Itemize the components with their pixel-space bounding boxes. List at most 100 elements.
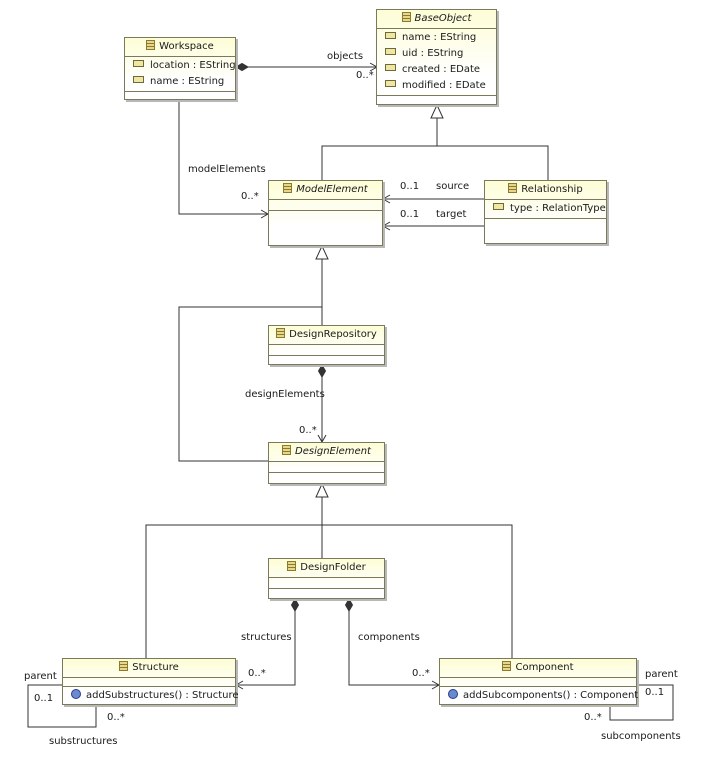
label-target: target: [436, 209, 467, 220]
label-component-sub: subcomponents: [601, 731, 681, 742]
attribute-icon: [133, 76, 144, 83]
label-component-parent-mult: 0..1: [645, 687, 665, 698]
label-objects: objects: [327, 51, 364, 62]
label-structure-sub-mult: 0..*: [107, 712, 125, 723]
attributes-compartment: [63, 678, 235, 687]
label-component-sub-mult: 0..*: [584, 712, 602, 723]
composition-diamond-repository: [317, 364, 327, 378]
attribute: modified : EDate: [377, 78, 496, 94]
composition-diamond-structures: [290, 598, 300, 612]
arrow-head-structures: [234, 680, 244, 690]
class-icon: [401, 12, 411, 22]
operations-compartment: [269, 356, 384, 366]
class-header: Component: [440, 659, 636, 678]
attribute: name : EString: [377, 30, 496, 46]
edge-structure-self: [27, 684, 97, 728]
attributes-compartment: [269, 200, 382, 211]
operations-compartment: addSubstructures() : Structure: [63, 687, 239, 705]
class-icon: [282, 445, 292, 455]
attributes-compartment: [269, 462, 384, 473]
class-icon: [287, 561, 297, 571]
class-header: ModelElement: [269, 181, 382, 200]
class-model-element[interactable]: ModelElement: [268, 180, 383, 246]
attributes-compartment: type : RelationType: [485, 200, 606, 219]
arrow-head-target: [381, 221, 391, 231]
operations-compartment: [269, 589, 384, 599]
class-structure[interactable]: Structure addSubstructures() : Structure: [62, 658, 239, 705]
attribute-icon: [385, 48, 396, 55]
class-header: DesignRepository: [269, 326, 384, 345]
generalization-triangle-model: [315, 244, 329, 260]
operation-icon: [448, 689, 458, 699]
class-icon: [119, 661, 129, 671]
label-structure-parent: parent: [24, 671, 57, 682]
arrow-head-source: [381, 194, 391, 204]
operations-compartment: [269, 473, 384, 483]
composition-diamond-components: [344, 598, 354, 612]
label-objects-mult: 0..*: [356, 70, 374, 81]
attribute-icon: [385, 80, 396, 87]
generalization-triangle-design: [315, 482, 329, 498]
operations-compartment: addSubcomponents() : Component: [440, 687, 638, 705]
attribute-icon: [493, 203, 504, 210]
attributes-compartment: [269, 345, 384, 356]
label-target-mult: 0..1: [400, 209, 420, 220]
attribute-icon: [385, 64, 396, 71]
edge-workspace-model-elements: [178, 100, 268, 215]
label-structures: structures: [241, 632, 292, 643]
operations-compartment: [485, 219, 606, 229]
attributes-compartment: location : EString name : EString: [125, 57, 236, 92]
attribute-icon: [133, 60, 144, 67]
class-design-repository[interactable]: DesignRepository: [268, 325, 385, 365]
class-component[interactable]: Component addSubcomponents() : Component: [439, 658, 638, 705]
edge-generalization-base: [321, 118, 549, 180]
label-component-parent: parent: [645, 669, 678, 680]
label-design-elements: designElements: [245, 389, 325, 400]
class-icon: [146, 40, 156, 50]
label-source: source: [436, 181, 470, 192]
class-header: DesignFolder: [269, 559, 384, 578]
edge-structures: [236, 599, 296, 686]
attribute: created : EDate: [377, 62, 496, 78]
operation-icon: [71, 689, 81, 699]
label-model-elements-mult: 0..*: [241, 191, 259, 202]
label-structure-parent-mult: 0..1: [34, 693, 54, 704]
label-source-mult: 0..1: [400, 181, 420, 192]
attribute-icon: [385, 32, 396, 39]
composition-diamond-workspace: [235, 62, 249, 72]
attribute: name : EString: [125, 74, 235, 90]
attribute: uid : EString: [377, 46, 496, 62]
attribute: type : RelationType: [485, 201, 606, 217]
class-header: Relationship: [485, 181, 606, 200]
class-header: Structure: [63, 659, 235, 678]
class-icon: [283, 183, 293, 193]
class-header: Workspace: [125, 38, 235, 57]
class-design-element[interactable]: DesignElement: [268, 442, 385, 484]
operations-compartment: [269, 211, 382, 221]
label-structures-mult: 0..*: [248, 668, 266, 679]
label-structure-sub: substructures: [49, 736, 118, 747]
attribute: location : EString: [125, 58, 236, 74]
attributes-compartment: [440, 678, 636, 687]
label-components-mult: 0..*: [412, 668, 430, 679]
operation: addSubcomponents() : Component: [440, 688, 638, 704]
edge-generalization-model: [178, 259, 323, 462]
generalization-triangle-base: [430, 103, 444, 119]
attributes-compartment: name : EString uid : EString created : E…: [377, 29, 496, 96]
class-base-object[interactable]: BaseObject name : EString uid : EString …: [376, 9, 497, 105]
class-relationship[interactable]: Relationship type : RelationType: [484, 180, 607, 244]
class-header: BaseObject: [377, 10, 496, 29]
operation: addSubstructures() : Structure: [63, 688, 239, 704]
class-header: DesignElement: [269, 443, 384, 462]
edge-generalization-design: [145, 497, 513, 658]
class-icon: [502, 661, 512, 671]
label-components: components: [358, 632, 420, 643]
attributes-compartment: [269, 578, 384, 589]
edge-components: [348, 599, 439, 686]
class-design-folder[interactable]: DesignFolder: [268, 558, 385, 599]
label-design-elements-mult: 0..*: [299, 425, 317, 436]
edge-component-self: [609, 684, 674, 721]
class-workspace[interactable]: Workspace location : EString name : EStr…: [124, 37, 236, 100]
class-icon: [276, 328, 286, 338]
